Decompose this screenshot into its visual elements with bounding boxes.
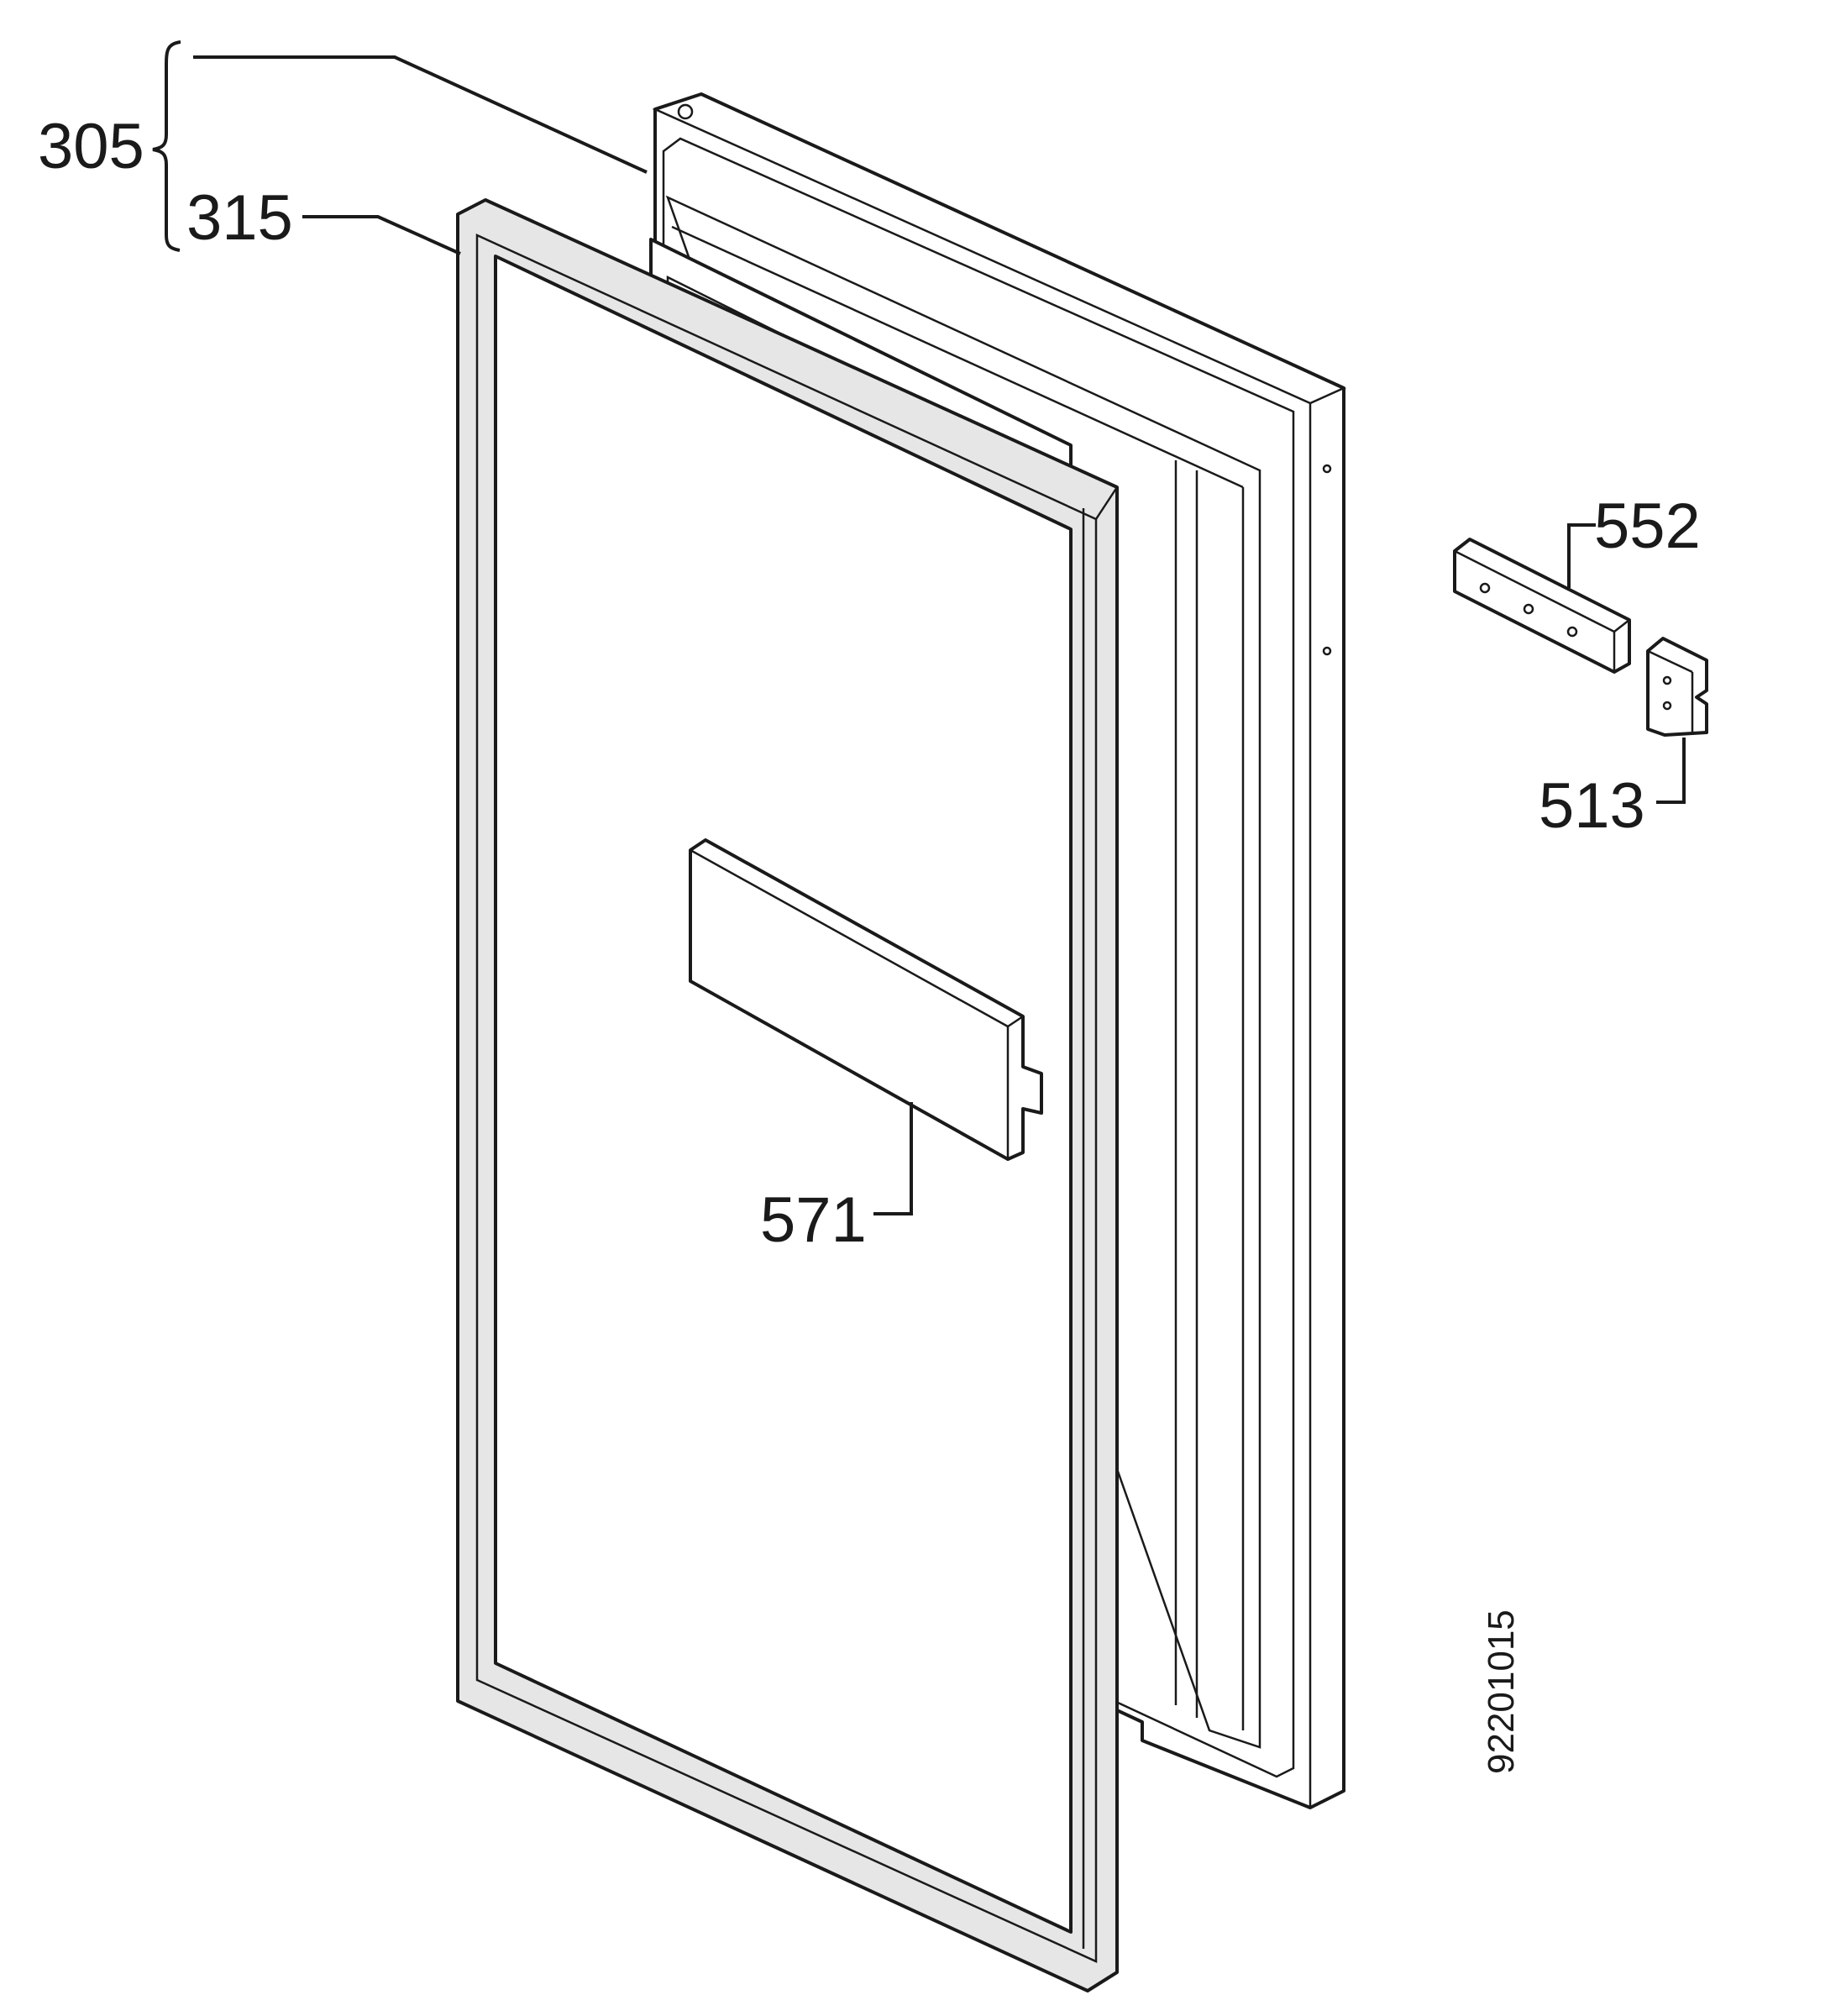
leader-571 <box>873 1102 913 1215</box>
assembly-brace <box>152 40 181 252</box>
label-571: 571 <box>760 1184 867 1256</box>
label-552: 552 <box>1594 491 1701 562</box>
leader-552 <box>1567 523 1596 588</box>
leader-315 <box>302 215 461 255</box>
label-305: 305 <box>38 111 144 182</box>
leader-305 <box>193 55 648 174</box>
label-315: 315 <box>186 182 293 254</box>
hinge-bracket <box>1646 637 1708 737</box>
label-513: 513 <box>1539 770 1645 842</box>
door-gasket <box>456 198 1119 1992</box>
diagram-code: 92201015 <box>1481 1609 1522 1774</box>
hinge-plate <box>1453 538 1631 674</box>
door-handle <box>689 838 1043 1161</box>
leader-513 <box>1656 738 1686 804</box>
